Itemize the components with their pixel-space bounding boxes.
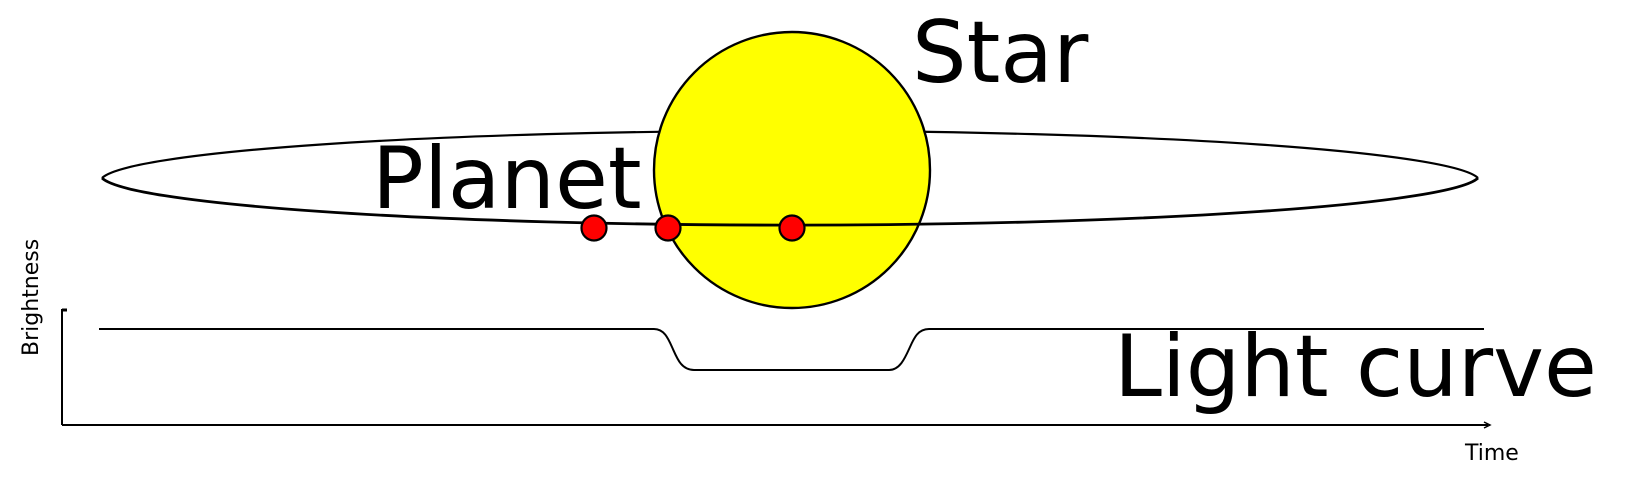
planet-mid-transit <box>778 214 806 242</box>
light-curve-label: Light curve <box>1114 317 1597 417</box>
planet-ingress <box>654 214 682 242</box>
planet-label: Planet <box>372 129 642 229</box>
planet-before-transit <box>580 214 608 242</box>
star-label: Star <box>912 3 1089 103</box>
time-axis-label: Time <box>1464 441 1519 466</box>
axis-right-tick <box>1483 421 1492 429</box>
star-disc <box>652 30 932 310</box>
light-curve-line <box>99 328 1484 371</box>
brightness-axis-label: Brightness <box>19 239 44 356</box>
